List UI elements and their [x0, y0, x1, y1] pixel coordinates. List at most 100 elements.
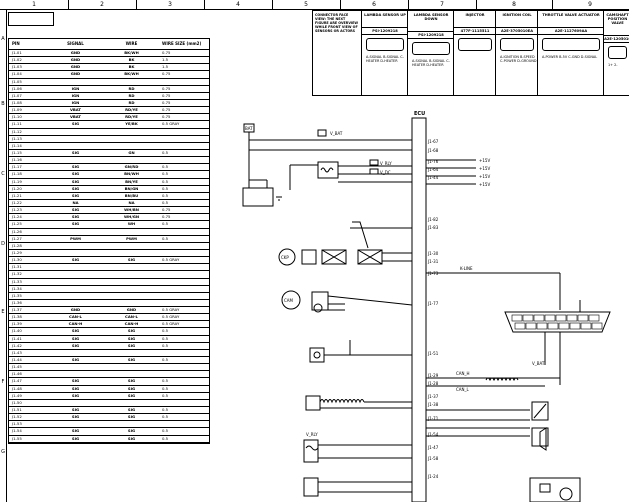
pin-cell-signal: SIG	[71, 342, 80, 348]
pin-cell-pin: J1-19	[12, 178, 22, 184]
pin-cell-signal: SIG	[71, 185, 80, 191]
pin-cell-size: 0.75	[162, 114, 171, 120]
pin-cell-size: 0.75	[162, 92, 171, 98]
pin-cell-size: 0.5	[162, 435, 169, 441]
injector-coil	[303, 439, 319, 463]
relay-out-3: +15V	[479, 174, 490, 179]
pin-cell-signal: GND	[70, 307, 81, 313]
ecu-pin-label: J1-44	[427, 175, 439, 180]
pin-cell-wire: YE/BK	[125, 121, 138, 127]
pin-cell-wire: SIG	[127, 335, 136, 341]
pin-cell-pin: J1-54	[12, 428, 22, 434]
pin-cell-signal: NA	[72, 199, 79, 205]
pin-cell-pin: J1-21	[12, 192, 22, 198]
pin-cell-size: 0.75	[162, 107, 171, 113]
cam-label: CAM	[284, 298, 294, 303]
header-size: WIRE SIZE (mm2)	[162, 41, 202, 46]
pin-cell-size: 1.5	[162, 64, 169, 70]
pin-cell-signal: SIG	[71, 121, 80, 127]
relay-out-4: +15V	[479, 182, 490, 187]
pin-cell-signal: IGN	[71, 99, 80, 105]
relay-output-lines	[426, 159, 476, 185]
pin-cell-wire: SIG	[127, 428, 136, 434]
pin-cell-wire: CAN-H	[124, 321, 139, 327]
pin-cell-pin: J1-36	[12, 299, 22, 305]
pin-cell-size: 0.75	[162, 214, 171, 220]
ecu-pin-label: J1-64	[427, 167, 439, 172]
ruler-col-1: 1	[0, 0, 69, 9]
pin-cell-size: 0.75	[162, 71, 171, 77]
ruler-row-b: B	[1, 101, 5, 107]
ruler-col-3: 3	[136, 0, 205, 9]
pin-table-row: J1-31	[9, 264, 209, 272]
pin-cell-size: 0.5 GRAY	[162, 307, 180, 313]
pin-cell-pin: J1-42	[12, 342, 22, 348]
ecu-pin-label: J1-58	[427, 456, 439, 461]
pin-cell-wire: BN/YE	[125, 178, 138, 184]
pin-cell-pin: J1-33	[12, 278, 22, 284]
pin-cell-signal: SIG	[71, 428, 80, 434]
pin-cell-size: 0.5	[162, 199, 169, 205]
pin-cell-pin: J1-24	[12, 214, 22, 220]
pin-cell-wire: RD/YE	[125, 114, 138, 120]
pin-table-row: J1-05	[9, 79, 209, 86]
connector-title: THROTTLE VALVE ACTUATOR	[542, 13, 600, 17]
pin-cell-pin: J1-41	[12, 335, 22, 341]
pin-cell-signal: SIG	[71, 435, 80, 441]
pin-cell-pin: J1-45	[12, 364, 22, 370]
pin-cell-pin: J1-28	[12, 242, 22, 248]
pin-table-row: J1-53	[9, 421, 209, 429]
ecu-pin-label: J1-24	[427, 474, 439, 479]
pin-cell-pin: J1-32	[12, 271, 22, 277]
pin-cell-size: 0.5	[162, 378, 169, 384]
pin-cell-pin: J1-18	[12, 171, 22, 177]
pin-cell-wire: RD	[128, 99, 135, 105]
pin-table-row: J1-43	[9, 350, 209, 358]
ruler-col-7: 7	[408, 0, 477, 9]
pin-cell-size: 0.5	[162, 328, 169, 334]
pin-cell-pin: J1-52	[12, 414, 22, 420]
pin-cell-wire: SIG	[127, 378, 136, 384]
ckp-sensor	[278, 248, 296, 266]
pin-cell-wire: SIG	[127, 414, 136, 420]
pin-cell-pin: J1-17	[12, 164, 22, 170]
pin-table-row: J1-26	[9, 229, 209, 236]
pin-cell-pin: J1-25	[12, 221, 22, 227]
connector-description: CONNECTOR FACE VIEW: THE NEXT FIGURE ARE…	[315, 13, 359, 33]
pin-cell-signal: GND	[70, 57, 81, 63]
pin-cell-pin: J1-55	[12, 435, 22, 441]
pin-cell-size: 0.5	[162, 149, 169, 155]
header-wire: WIRE	[125, 41, 138, 46]
ecu-pin-label: J1-82	[427, 217, 439, 222]
pin-cell-wire: GND	[126, 307, 137, 313]
pin-cell-wire: GN/RD	[124, 164, 139, 170]
pin-cell-size: 0.5 GRAY	[162, 257, 180, 263]
pin-cell-wire: PWM	[126, 235, 137, 241]
relay-out-1: +15V	[479, 158, 490, 163]
pin-table-row: J1-45	[9, 364, 209, 372]
ruler-row-d: D	[1, 241, 5, 247]
ruler-col-2: 2	[68, 0, 137, 9]
pin-cell-wire: SIG	[127, 385, 136, 391]
pin-cell-size: 0.5	[162, 385, 169, 391]
pin-cell-pin: J1-46	[12, 371, 22, 377]
pin-cell-wire: SIG	[127, 357, 136, 363]
pin-cell-pin: J1-10	[12, 114, 22, 120]
pin-cell-pin: J1-31	[12, 264, 22, 270]
ruler-row-g: G	[1, 449, 5, 455]
pin-cell-signal: SIG	[71, 378, 80, 384]
row-ruler: A B C D E F G	[0, 9, 7, 502]
